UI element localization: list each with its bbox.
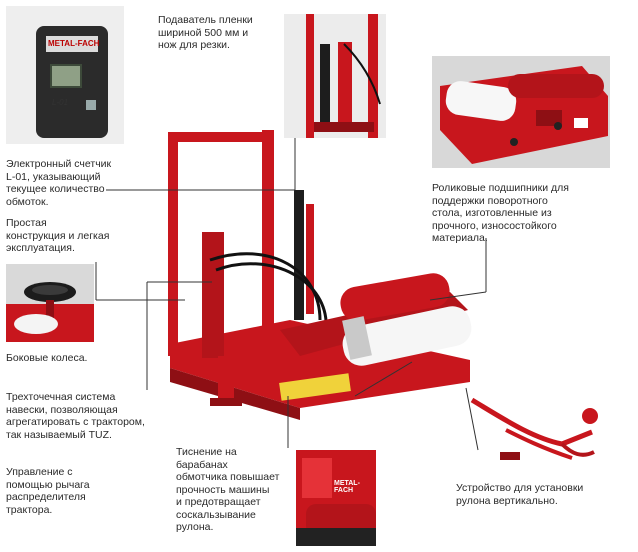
caption-embossing: Тиснение на барабанах обмотчика повышает… [176,446,280,533]
wrapper-machine-image [150,120,480,430]
caption-hitch: Трехточечная система навески, позволяюща… [6,391,145,441]
caption-roller-bearings: Роликовые подшипники для поддержки повор… [432,182,569,244]
counter-photo: METAL-FACH L-01 [6,6,124,144]
caption-upright-device: Устройство для установки рулона вертикал… [456,482,584,507]
counter-brand-text: METAL-FACH [48,39,100,48]
embossing-photo: METAL-FACH [296,450,376,546]
caption-side-wheels: Боковые колеса. [6,352,88,364]
embossing-plate-text: METAL-FACH [334,480,360,494]
upright-device-photo [462,388,600,468]
caption-counter: Электронный счетчик L-01, указывающий те… [6,158,112,208]
wheel-photo [6,264,94,342]
film-dispenser-photo [284,14,386,138]
counter-model-text: L-01 [52,98,69,107]
caption-film-dispenser: Подаватель пленки шириной 500 мм и нож д… [158,14,253,51]
caption-control: Управление с помощью рычага распределите… [6,466,90,516]
caption-simple-design: Простая конструкция и легкая эксплуатаци… [6,217,110,254]
roller-bearings-photo [432,56,610,168]
